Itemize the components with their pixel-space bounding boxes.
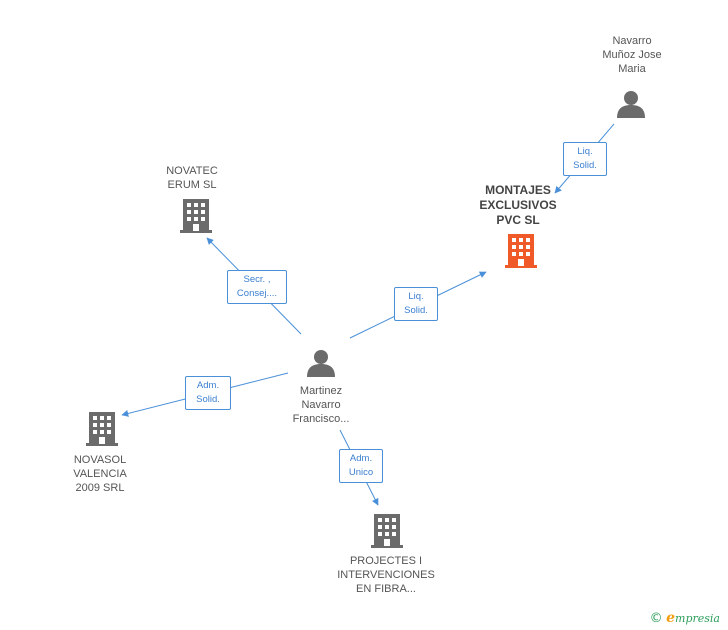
- relation-liq-solid-center[interactable]: Liq. Solid.: [394, 287, 438, 321]
- novasol-label: NOVASOL VALENCIA 2009 SRL: [73, 454, 127, 494]
- montajes-label: MONTAJES EXCLUSIVOS PVC SL: [479, 183, 557, 227]
- relation-liq-solid-top[interactable]: Liq. Solid.: [563, 142, 607, 176]
- building-icon[interactable]: [180, 199, 212, 233]
- novatec-label: NOVATEC ERUM SL: [166, 165, 218, 191]
- building-icon[interactable]: [86, 412, 118, 446]
- person-icon[interactable]: [616, 89, 646, 119]
- building-icon-highlight[interactable]: [505, 234, 537, 268]
- projectes-label: PROJECTES I INTERVENCIONES EN FIBRA...: [337, 555, 435, 595]
- copyright-icon: ©: [649, 611, 663, 626]
- person-icon[interactable]: [306, 348, 336, 378]
- brand-name: mpresia: [675, 612, 720, 625]
- relation-adm-solid[interactable]: Adm. Solid.: [185, 376, 231, 410]
- brand-initial: e: [666, 610, 676, 626]
- brand-watermark: © empresia: [650, 610, 720, 626]
- center-person-label: Martinez Navarro Francisco...: [292, 385, 350, 425]
- relation-secr-consej[interactable]: Secr. , Consej....: [227, 270, 287, 304]
- top-person-label: Navarro Muñoz Jose Maria: [602, 35, 662, 75]
- relation-adm-unico[interactable]: Adm. Unico: [339, 449, 383, 483]
- building-icon[interactable]: [371, 514, 403, 548]
